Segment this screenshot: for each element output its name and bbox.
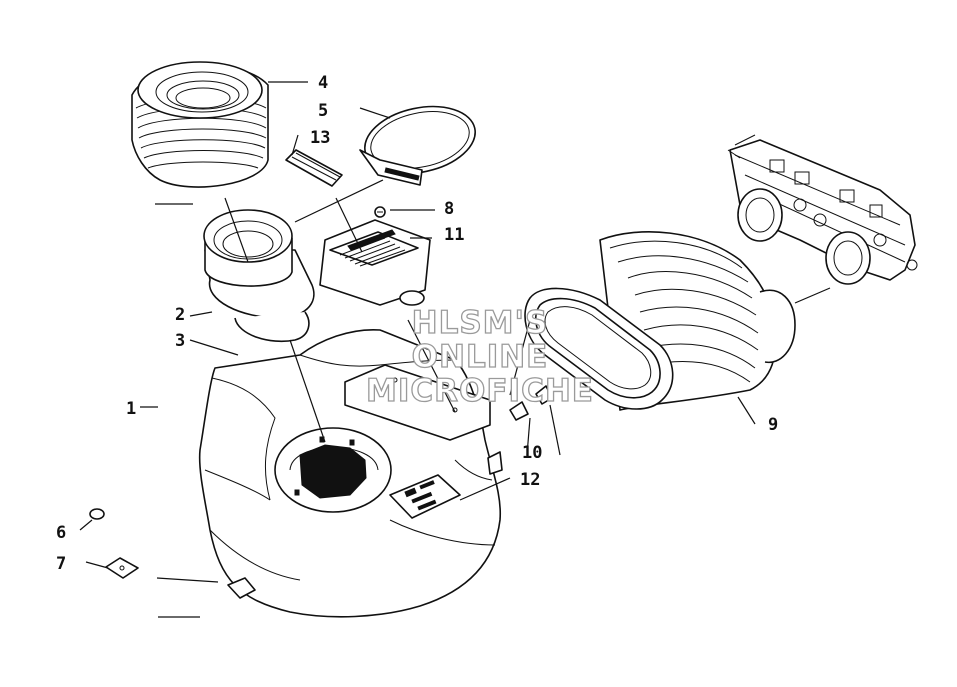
part-6-plug [89,508,105,520]
part-10-screws [509,385,553,421]
callout-5: 5 [318,101,328,121]
watermark-line-3: MICROFICHE [365,373,594,409]
part-8-screw [374,206,386,218]
callout-12: 12 [520,470,540,490]
watermark: HLSM'S ONLINE MICROFICHE [360,305,600,409]
part-1-silencer-housing [198,329,503,618]
watermark-line-1: HLSM'S [411,305,549,341]
carburetor-assembly [727,134,918,285]
callout-6: 6 [56,523,66,543]
callout-labels: 4 5 13 8 11 2 3 1 9 10 12 6 7 [56,73,778,574]
callout-10: 10 [522,443,542,463]
part-13-filter-strip [285,149,343,187]
callout-4: 4 [318,73,328,93]
callout-7: 7 [56,554,66,574]
part-2-intake-adapter [203,209,315,319]
part-11-filter-element [319,219,431,306]
part-3-gasket [234,311,310,342]
watermark-line-2: ONLINE [411,339,549,375]
callout-1: 1 [126,399,136,419]
part-5-clamp [359,105,476,186]
part-4-bellows-boot [131,61,269,188]
callout-11: 11 [444,225,464,245]
callout-8: 8 [444,199,454,219]
part-7-bracket [105,557,139,579]
part-12-warning-decal [389,474,461,519]
callout-13: 13 [310,128,330,148]
callout-9: 9 [768,415,778,435]
callout-3: 3 [175,331,185,351]
leader-lines [79,81,831,618]
part-9-intake-duct [524,231,796,411]
callout-2: 2 [175,305,185,325]
